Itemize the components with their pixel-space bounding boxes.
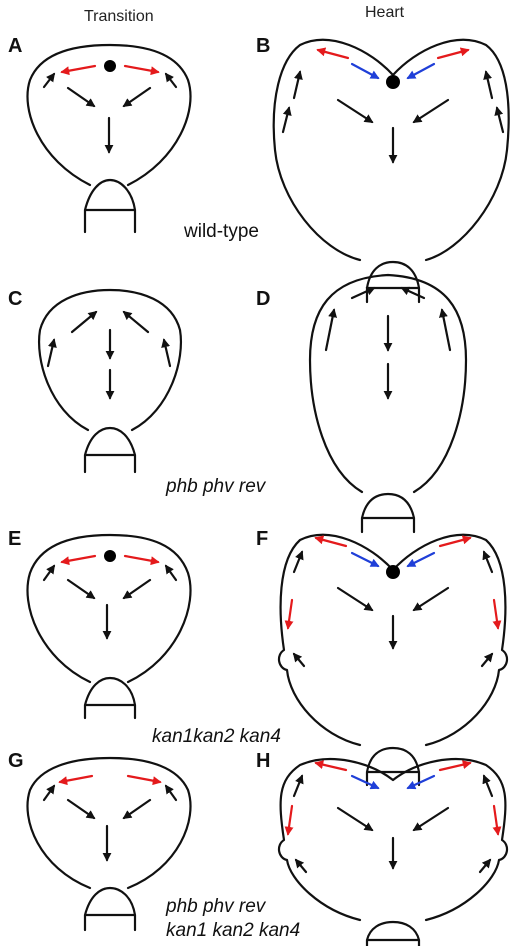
panel-h-arrow [494, 806, 498, 834]
panel-d-arrow [326, 310, 334, 350]
panel-b-arrow [352, 64, 378, 78]
panel-f-arrow [482, 654, 492, 666]
panel-d-arrow [402, 288, 424, 298]
panel-b-dot [386, 75, 400, 89]
panel-label-e: E [8, 528, 21, 551]
panel-e-suspensor [85, 678, 135, 718]
panel-b-arrow [318, 50, 348, 58]
header-heart: Heart [365, 4, 404, 22]
panel-f-arrow [352, 553, 378, 566]
panel-a-arrow [166, 74, 176, 87]
panel-b-arrow [486, 72, 492, 98]
panel-b-arrow [408, 64, 434, 78]
panel-g-outline [28, 758, 191, 888]
panel-b-suspensor [367, 262, 419, 302]
panel-c-outline [39, 290, 181, 430]
panel-d-embryo [310, 275, 466, 532]
panel-e-arrow [44, 566, 54, 580]
panel-b-arrow [283, 108, 289, 132]
panel-label-h: H [256, 750, 270, 773]
genotype-combo-line1: phb phv rev [166, 896, 265, 918]
panel-e-dot [104, 550, 116, 562]
panel-h-arrow [480, 860, 490, 872]
genotype-wild-type: wild-type [184, 221, 259, 243]
panel-h-arrow [352, 776, 378, 788]
panel-e-arrow [125, 556, 158, 562]
panel-a-arrow [44, 74, 54, 87]
genotype-phb-phv-rev: phb phv rev [166, 476, 265, 498]
panel-f-arrow [316, 538, 346, 546]
panel-e-arrow [68, 580, 94, 598]
panel-h-arrow [440, 763, 470, 770]
panel-b-arrow [414, 100, 448, 122]
panel-d-arrow [352, 288, 374, 298]
panel-b-outline [274, 40, 509, 260]
panel-a-dot [104, 60, 116, 72]
panel-e-arrow [124, 580, 150, 598]
panel-label-g: G [8, 750, 24, 773]
panel-f-embryo [279, 535, 507, 785]
panel-h-arrow [484, 776, 492, 796]
panel-a-arrow [68, 88, 94, 106]
panel-h-suspensor [367, 922, 419, 946]
panel-f-arrow [440, 538, 470, 546]
panel-h-arrow [338, 808, 372, 830]
genotype-kan1kan2-kan4: kan1kan2 kan4 [152, 726, 281, 748]
panel-a-embryo [28, 45, 191, 232]
panel-h-embryo [279, 759, 507, 946]
panel-c-embryo [39, 290, 181, 472]
panel-a-arrow [124, 88, 150, 106]
panel-label-c: C [8, 288, 22, 311]
panel-g-arrow [44, 786, 54, 800]
panel-f-arrow [484, 552, 492, 572]
panel-g-arrow [60, 776, 92, 782]
panel-f-arrow [414, 588, 448, 610]
panel-d-arrow [442, 310, 450, 350]
panel-b-arrow [438, 50, 468, 58]
panel-h-arrow [316, 763, 346, 770]
panel-f-arrow [494, 600, 498, 628]
panel-e-arrow [62, 556, 95, 562]
panel-g-suspensor [85, 888, 135, 930]
panel-a-suspensor [85, 180, 135, 232]
panel-a-arrow [125, 66, 158, 72]
panel-c-arrow [72, 312, 96, 332]
panel-g-arrow [124, 800, 150, 818]
panel-label-a: A [8, 35, 22, 58]
panel-c-arrow [48, 340, 54, 366]
genotype-combo-line2: kan1 kan2 kan4 [166, 920, 300, 942]
panel-label-b: B [256, 35, 270, 58]
panel-h-arrow [294, 776, 302, 796]
panel-c-suspensor [85, 428, 135, 472]
panel-f-arrow [338, 588, 372, 610]
panel-h-arrow [408, 776, 434, 788]
panel-b-arrow [497, 108, 503, 132]
panel-g-arrow [128, 776, 160, 782]
panel-c-arrow [124, 312, 148, 332]
panel-g-arrow [68, 800, 94, 818]
panel-h-arrow [296, 860, 306, 872]
panel-b-arrow [294, 72, 300, 98]
panel-h-arrow [414, 808, 448, 830]
panel-b-embryo [274, 40, 509, 302]
panel-e-arrow [166, 566, 176, 580]
panel-a-arrow [62, 66, 95, 72]
panel-f-arrow [408, 553, 434, 566]
panel-label-f: F [256, 528, 268, 551]
header-transition: Transition [84, 8, 154, 26]
panel-d-suspensor [362, 494, 414, 532]
panel-h-arrow [288, 806, 292, 834]
panel-f-arrow [294, 654, 304, 666]
panel-f-arrow [288, 600, 292, 628]
panel-b-arrow [338, 100, 372, 122]
panel-label-d: D [256, 288, 270, 311]
panel-f-dot [386, 565, 400, 579]
panel-g-arrow [166, 786, 176, 800]
panel-f-arrow [294, 552, 302, 572]
panel-e-embryo [28, 535, 191, 718]
panel-c-arrow [164, 340, 170, 366]
